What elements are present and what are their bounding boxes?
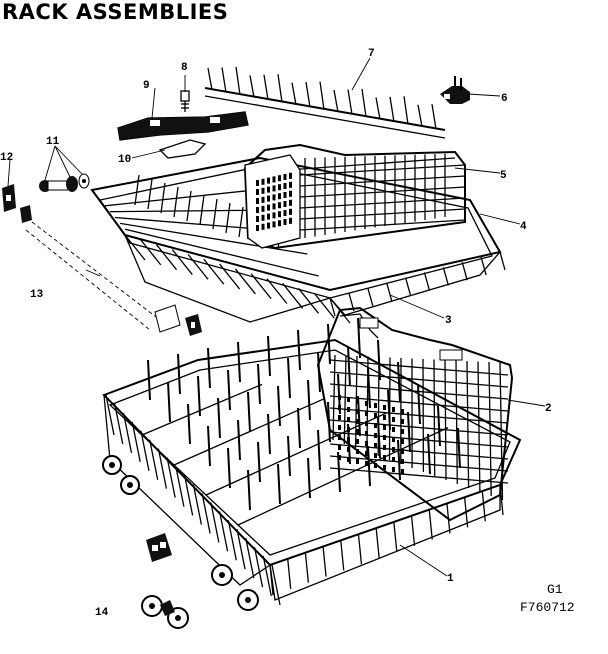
callout-8: 8: [181, 62, 188, 74]
lower-rack-part-1: [102, 317, 522, 611]
callout-11: 11: [46, 136, 60, 148]
callout-6: 6: [501, 93, 508, 105]
callout-7: 7: [368, 48, 375, 60]
screw-part-8: [180, 90, 190, 112]
silverware-basket-part-2: [316, 306, 514, 522]
group-code: G1: [547, 582, 563, 597]
diagram-title: RACK ASSEMBLIES: [2, 0, 229, 24]
end-cap-part-12: [2, 184, 16, 212]
callout-9: 9: [143, 80, 150, 92]
clip-part-10: [158, 139, 207, 159]
wheel-clip-part-14: [141, 533, 189, 629]
roller-assembly-part-11: [39, 173, 90, 192]
callout-2: 2: [545, 403, 552, 415]
callout-labels: 1 2 3 4 5 6 7 8 9 10 11 12 13 14: [0, 48, 552, 619]
callout-14: 14: [95, 607, 109, 619]
callout-4: 4: [520, 221, 527, 233]
callout-10: 10: [118, 154, 131, 166]
callout-5: 5: [500, 170, 507, 182]
stop-clip-part-6: [440, 76, 470, 104]
callout-1: 1: [447, 573, 454, 585]
leader-lines: [7, 57, 546, 577]
callout-3: 3: [445, 315, 452, 327]
figure-code: F760712: [520, 600, 575, 615]
rack-wheels: [102, 455, 259, 611]
rail-part-13: [20, 205, 202, 336]
callout-13: 13: [30, 289, 44, 301]
bracket-part-9: [117, 111, 249, 141]
small-basket-part-5: [243, 143, 466, 250]
callout-12: 12: [0, 152, 13, 164]
tine-row-part-7: [204, 66, 446, 139]
